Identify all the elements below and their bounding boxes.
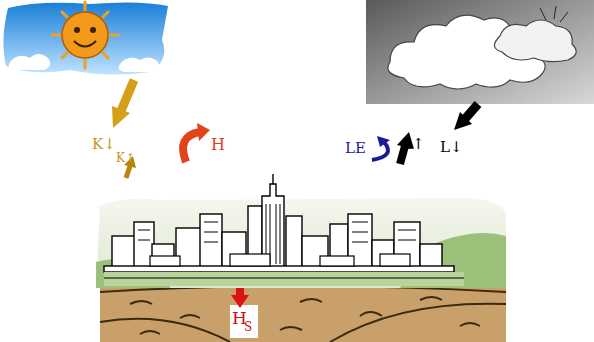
sun-picture — [3, 2, 168, 75]
flux-label: S — [244, 321, 252, 333]
flux-label: K↑ — [116, 152, 135, 164]
sensible-heat-arrow — [183, 123, 210, 162]
ground-layer — [100, 283, 506, 342]
cloud-picture — [366, 0, 594, 104]
flux-label: K↓ — [92, 137, 116, 152]
flux-label: H — [211, 137, 225, 153]
flux-label: L↓ — [440, 140, 463, 155]
city-skyline — [96, 174, 506, 288]
longwave-in-arrow — [454, 104, 478, 130]
flux-label: L↑ — [402, 137, 425, 152]
latent-heat-arrow — [372, 136, 390, 160]
shortwave-in-arrow — [112, 80, 134, 128]
flux-label: LE — [345, 141, 366, 156]
